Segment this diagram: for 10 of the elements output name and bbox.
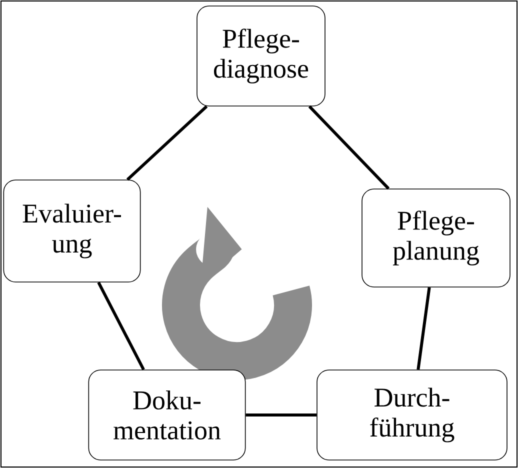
connector-line (308, 105, 390, 190)
connector-line (246, 414, 317, 416)
process-box: Evaluier- ung (3, 180, 141, 282)
process-box: Doku- mentation (88, 370, 246, 460)
process-box: Pflege- planung (362, 188, 510, 288)
process-box: Pflege- diagnose (196, 6, 326, 106)
process-box: Durch- führung (316, 370, 508, 460)
connector-line (416, 287, 431, 370)
connector-line (97, 282, 145, 370)
connector-line (126, 105, 208, 181)
